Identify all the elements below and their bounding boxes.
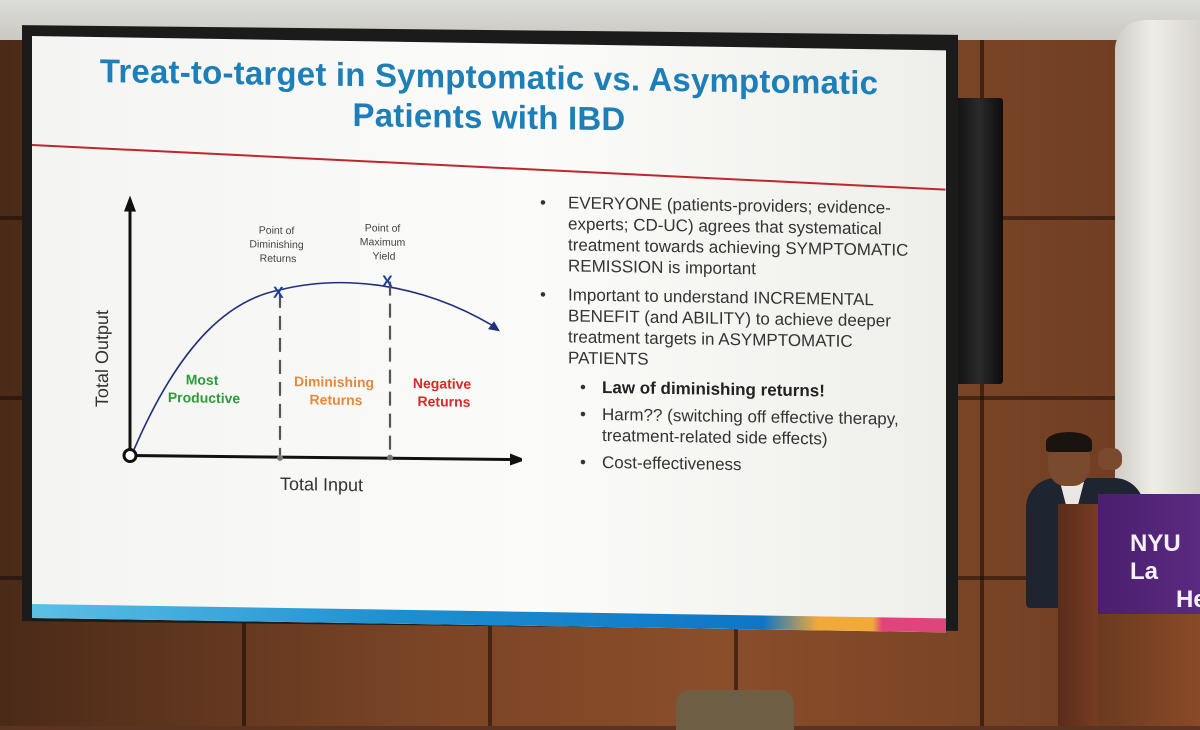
y-axis-arrow [124,195,136,212]
diminishing-guide-foot [277,454,283,461]
region-most-productive-2: Productive [168,389,241,406]
y-axis-label: Total Output [92,310,112,407]
point-diminishing-label-2: Diminishing [249,238,303,251]
origin-marker [122,448,138,464]
podium-base [1098,614,1200,726]
region-negative-returns-2: Returns [418,393,471,410]
sub-bullet-dot: • [580,404,586,424]
point-diminishing-label-1: Point of [259,225,295,238]
bullet-dot: • [540,284,546,305]
slide-title: Treat-to-target in Symptomatic vs. Asymp… [32,50,946,144]
point-diminishing-marker: X [273,285,284,302]
podium-logo-line-1: NYU La [1130,530,1181,585]
presentation-slide: Treat-to-target in Symptomatic vs. Asymp… [32,36,946,633]
region-most-productive: Most Productive [168,371,241,406]
max-yield-guide-foot [387,454,393,461]
point-max-yield-label-1: Point of [365,222,401,235]
bullet-list: • EVERYONE (patients-providers; evidence… [532,192,932,484]
point-diminishing-label: Point of Diminishing Returns [249,224,306,265]
region-diminishing-returns-1: Diminishing [294,373,374,390]
sub-bullet-law: • Law of diminishing returns! [532,376,932,403]
sub-bullet-law-text: Law of diminishing returns! [602,377,825,401]
region-diminishing-returns: Diminishing Returns [294,373,378,408]
sub-bullet-dot: • [580,452,586,472]
title-divider [32,144,946,191]
bullet-everyone: • EVERYONE (patients-providers; evidence… [532,192,932,282]
podium-logo: NYU La He [1130,530,1200,614]
region-diminishing-returns-2: Returns [310,391,363,408]
sub-bullet-harm: • Harm?? (switching off effective therap… [532,403,932,451]
presenter-hair [1046,432,1092,452]
bullet-dot: • [540,192,546,213]
region-negative-returns-1: Negative [413,375,472,392]
point-max-yield-label: Point of Maximum Yield [360,222,408,263]
point-max-yield-marker: X [382,273,393,290]
region-negative-returns: Negative Returns [413,375,475,410]
podium-front-panel [1098,494,1200,614]
sub-bullet-harm-text: Harm?? (switching off effective therapy,… [602,404,899,449]
output-curve [133,281,493,450]
presenter-hand [1098,448,1122,470]
point-diminishing-label-3: Returns [260,253,297,266]
wall-speaker [955,98,1003,384]
podium-logo-line-2: He [1176,586,1200,613]
bullet-incremental-benefit: • Important to understand INCREMENTAL BE… [532,284,932,374]
sub-bullet-cost: • Cost-effectiveness [532,451,932,478]
x-axis-label: Total Input [280,474,363,495]
audience-chair [676,690,794,730]
sub-bullet-dot: • [580,377,586,397]
sub-bullet-cost-text: Cost-effectiveness [602,452,742,475]
region-most-productive-1: Most [186,371,219,388]
bullet-incremental-benefit-text: Important to understand INCREMENTAL BENE… [568,285,891,369]
curve-arrowhead [488,321,500,332]
x-axis [129,454,515,462]
podium-side [1058,504,1102,726]
point-max-yield-label-3: Yield [373,250,396,262]
diminishing-returns-chart: X X Point of Diminishing Returns Point o… [92,195,522,495]
point-max-yield-label-2: Maximum [360,236,406,249]
x-axis-arrow [510,453,522,466]
bullet-everyone-text: EVERYONE (patients-providers; evidence-e… [568,193,909,279]
